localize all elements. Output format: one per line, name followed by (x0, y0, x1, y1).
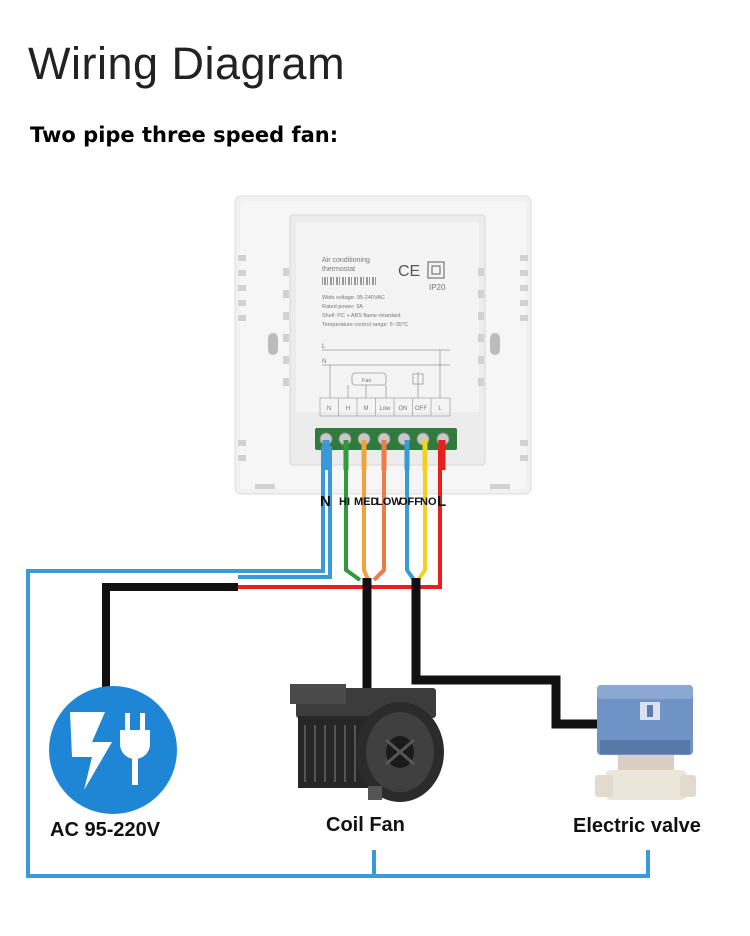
ip-rating: IP20 (429, 283, 446, 292)
cell-on: ON (399, 406, 408, 412)
terminal-cell-table: N H M Low ON OFF L (319, 397, 451, 417)
spec-shell: Shell: PC + ABS flame retardant (322, 313, 401, 319)
terminal-label-off: OFF (399, 496, 421, 508)
barcode (322, 277, 376, 285)
spec-temperature: Temperature control range: 5~35°C (322, 322, 408, 328)
fan-label: Coil Fan (326, 814, 405, 836)
ce-mark-icon: CE (398, 263, 420, 280)
internal-schematic (322, 349, 450, 398)
cell-h: H (346, 406, 350, 412)
power-plug-lightning-icon (49, 686, 177, 814)
device-name-line1: Air conditioning (322, 257, 370, 264)
motorized-valve-icon (595, 685, 696, 800)
terminal-label-hi: HI (339, 496, 350, 508)
device-name-line2: thermostat (322, 266, 355, 273)
valve-label: Electric valve (573, 815, 701, 837)
cell-low: Low (379, 406, 391, 412)
spec-voltage: Wide voltage: 95-240VAC (322, 295, 385, 301)
schematic-line-l: L (322, 344, 326, 350)
fan-schematic-label: Fan (362, 378, 371, 384)
power-label: AC 95-220V (50, 819, 161, 841)
diagram-subtitle: Two pipe three speed fan: (30, 123, 339, 147)
cell-off: OFF (415, 406, 427, 412)
thermostat-device: Air conditioning thermostat CE IP20 Wide… (234, 195, 532, 495)
terminal-labels: N HI MED LOW OFF NO L (320, 493, 446, 510)
spec-power: Rated power: 3A (322, 304, 363, 310)
cell-l: L (438, 406, 442, 412)
blower-fan-icon (290, 684, 444, 802)
cell-m: M (364, 406, 369, 412)
terminal-label-med: MED (354, 496, 379, 508)
terminal-label-n: N (320, 493, 331, 510)
wires (26, 440, 650, 878)
schematic-line-n: N (322, 359, 326, 365)
double-insulation-icon (427, 261, 445, 279)
terminal-label-no: NO (420, 496, 437, 508)
cell-n: N (327, 406, 331, 412)
terminal-label-low: LOW (376, 496, 402, 508)
terminal-label-l: L (437, 493, 446, 510)
diagram-title: Wiring Diagram (28, 38, 346, 89)
